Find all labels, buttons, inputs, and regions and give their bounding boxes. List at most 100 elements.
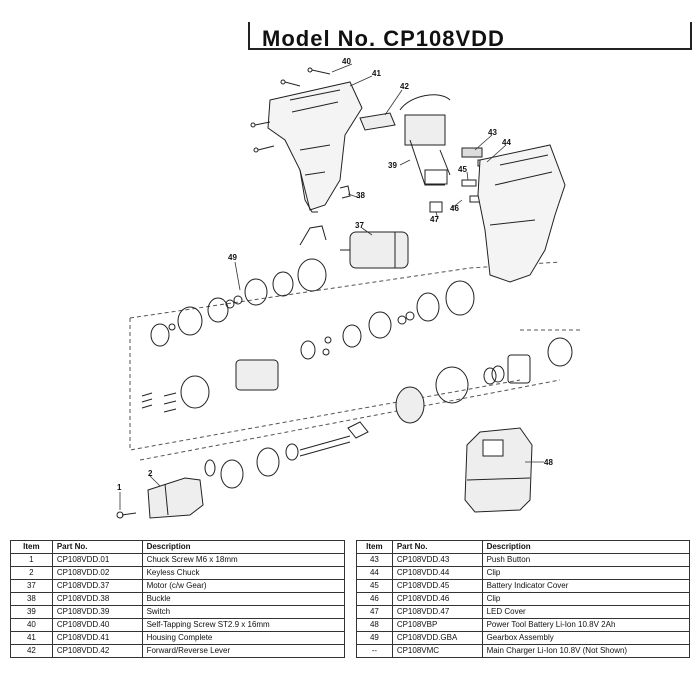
item-cell: 40 [10, 618, 53, 632]
forward-reverse-lever [359, 112, 396, 131]
description-cell: Push Button [481, 553, 690, 567]
description-cell: Main Charger Li-Ion 10.8V (Not Shown) [481, 644, 690, 658]
description-cell: Buckle [141, 592, 346, 606]
gear-stage-parts [300, 280, 475, 360]
item-cell: 42 [10, 644, 53, 658]
callout-39: 39 [388, 161, 397, 170]
part-no-cell: CP108VDD.41 [51, 631, 143, 645]
callout-49: 49 [228, 253, 237, 262]
part-no-cell: CP108VDD.39 [51, 605, 143, 619]
part-no-cell: CP108VDD.40 [51, 618, 143, 632]
column-header-part-no: Part No. [391, 540, 483, 554]
switch-assembly [399, 94, 451, 186]
item-cell: 1 [10, 553, 53, 567]
item-cell: 37 [10, 579, 53, 593]
item-cell: 48 [356, 618, 393, 632]
description-cell: Motor (c/w Gear) [141, 579, 346, 593]
column-header-description: Description [481, 540, 690, 554]
callout-41: 41 [372, 69, 381, 78]
item-cell: 46 [356, 592, 393, 606]
table-header-row: Item Part No. Description [356, 540, 690, 554]
led-cover [429, 201, 443, 213]
description-cell: LED Cover [481, 605, 690, 619]
description-cell: Clip [481, 566, 690, 580]
housing-half [267, 81, 363, 213]
callout-43: 43 [488, 128, 497, 137]
part-no-cell: CP108VDD.47 [391, 605, 483, 619]
part-no-cell: CP108VDD.GBA [391, 631, 483, 645]
housing-screws [250, 67, 331, 153]
column-header-item: Item [10, 540, 53, 554]
collar-rings [395, 337, 573, 424]
exploded-parts-diagram: 40 41 42 43 44 39 45 38 46 47 37 49 48 2… [116, 57, 580, 519]
model-title: Model No. CP108VDD [262, 26, 505, 50]
spindle [204, 421, 369, 489]
callout-40: 40 [342, 57, 351, 66]
assembly-guide-lines [129, 261, 580, 461]
description-cell: Power Tool Battery Li-Ion 10.8V 2Ah [481, 618, 690, 632]
description-cell: Gearbox Assembly [481, 631, 690, 645]
keyless-chuck [147, 477, 204, 519]
part-no-cell: CP108VBP [391, 618, 483, 632]
item-cell: 2 [10, 566, 53, 580]
column-header-item: Item [356, 540, 393, 554]
right-housing-shell [477, 144, 566, 283]
column-header-part-no: Part No. [51, 540, 143, 554]
model-title-box: Model No. CP108VDD [248, 22, 692, 50]
part-no-cell: CP108VMC [391, 644, 483, 658]
item-cell: -- [356, 644, 393, 658]
part-no-cell: CP108VDD.43 [391, 553, 483, 567]
item-cell: 38 [10, 592, 53, 606]
buckle [339, 185, 351, 199]
part-no-cell: CP108VDD.45 [391, 579, 483, 593]
description-cell: Chuck Screw M6 x 18mm [141, 553, 346, 567]
callout-44: 44 [502, 138, 511, 147]
column-header-description: Description [141, 540, 346, 554]
callout-38: 38 [356, 191, 365, 200]
description-cell: Self-Tapping Screw ST2.9 x 16mm [141, 618, 346, 632]
item-cell: 41 [10, 631, 53, 645]
battery-indicator-cover [461, 179, 477, 187]
callout-2: 2 [148, 469, 153, 478]
item-cell: 45 [356, 579, 393, 593]
part-no-cell: CP108VDD.44 [391, 566, 483, 580]
part-no-cell: CP108VDD.37 [51, 579, 143, 593]
callout-47: 47 [430, 215, 439, 224]
description-cell: Housing Complete [141, 631, 346, 645]
item-cell: 39 [10, 605, 53, 619]
chuck-screw [116, 511, 137, 519]
part-no-cell: CP108VDD.38 [51, 592, 143, 606]
item-cell: 49 [356, 631, 393, 645]
description-cell: Battery Indicator Cover [481, 579, 690, 593]
description-cell: Keyless Chuck [141, 566, 346, 580]
part-no-cell: CP108VDD.42 [51, 644, 143, 658]
callout-46: 46 [450, 204, 459, 213]
description-cell: Switch [141, 605, 346, 619]
item-cell: 43 [356, 553, 393, 567]
item-cell: 47 [356, 605, 393, 619]
table-header-row: Item Part No. Description [10, 540, 346, 554]
callout-37: 37 [355, 221, 364, 230]
gearbox-rings [150, 258, 327, 347]
battery-pack [464, 427, 533, 513]
motor [340, 231, 409, 269]
callout-48: 48 [544, 458, 553, 467]
